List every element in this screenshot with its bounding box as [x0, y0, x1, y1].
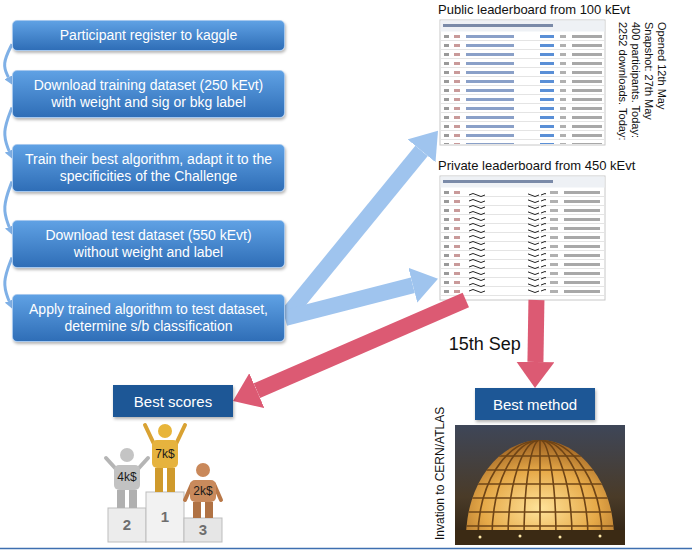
flow-arrow — [5, 181, 12, 226]
big-arrow — [285, 151, 422, 318]
globe-timber-ribs — [455, 438, 625, 550]
silver-figure — [138, 458, 148, 469]
footer-rule — [0, 548, 692, 550]
gold-figure — [176, 425, 185, 444]
podium-rank: 2 — [112, 516, 142, 534]
podium-illustration — [108, 508, 146, 542]
prize-amount: 4k$ — [112, 469, 142, 485]
flow-arrow — [5, 107, 12, 151]
silver-figure — [106, 458, 116, 469]
result-box: Best method — [475, 388, 595, 420]
big-arrow — [285, 285, 413, 318]
prize-amount: 7k$ — [150, 446, 180, 462]
node-text: Train their best algorithm, adapt it to … — [23, 151, 274, 185]
leaderboard-screenshot — [440, 20, 605, 145]
process-box: Download training dataset (250 kEvt) wit… — [12, 70, 285, 118]
photo-caption-text: Invation to CERN/ATLAS — [432, 390, 448, 540]
bronze-figure — [205, 502, 213, 518]
bronze-figure — [185, 463, 221, 518]
date-label: 15th Sep — [446, 333, 524, 355]
gold-figure — [145, 424, 185, 492]
leaderboard-screenshot — [441, 188, 605, 299]
podium-rank: 1 — [150, 508, 180, 526]
cern-globe-photo — [455, 530, 625, 545]
process-box: Participant register to kaggle — [12, 20, 285, 51]
result-box: Best scores — [113, 385, 233, 417]
cern-globe-photo — [455, 425, 625, 550]
flow-arrow — [5, 44, 12, 77]
gold-figure — [167, 468, 175, 492]
leaderboard-screenshot — [443, 24, 553, 27]
big-arrow — [257, 300, 466, 391]
node-text: Participant register to kaggle — [23, 27, 274, 44]
process-box: Apply trained algorithm to test dataset,… — [12, 294, 285, 342]
leaderboard-screenshot — [440, 20, 605, 145]
bronze-figure — [193, 502, 201, 518]
gold-figure — [158, 424, 172, 438]
leaderboard-screenshot — [440, 176, 605, 300]
stats-line: Snapshot: 27th May — [642, 22, 655, 172]
node-text: Best scores — [134, 393, 212, 410]
silver-figure — [106, 448, 148, 508]
silver-figure — [129, 490, 137, 508]
node-text: Public leaderboard from 100 kEvt — [438, 2, 652, 18]
silver-figure — [120, 448, 134, 462]
cern-globe-photo — [455, 425, 625, 545]
leaderboard-screenshot — [443, 180, 553, 183]
gold-figure — [155, 468, 163, 492]
podium-illustration — [146, 492, 184, 542]
leaderboard-screenshot — [441, 177, 605, 188]
stats-line: 400 participants. Today: — [629, 22, 642, 172]
big-arrow — [535, 300, 536, 362]
gold-figure — [145, 425, 154, 444]
podium-illustration — [184, 518, 222, 542]
node-text: Apply trained algorithm to test dataset,… — [23, 301, 274, 335]
process-box: Train their best algorithm, adapt it to … — [12, 144, 285, 192]
bronze-figure — [196, 463, 210, 477]
podium-rank: 3 — [188, 521, 218, 539]
prize-amount: 2k$ — [188, 483, 218, 499]
cern-globe-photo — [519, 535, 522, 538]
cern-globe-photo — [479, 536, 482, 539]
photo-caption: Invation to CERN/ATLAS — [432, 390, 448, 540]
leaderboard-screenshot — [441, 32, 605, 144]
leaderboard-panel: Private leaderboard from 450 kEvt — [438, 158, 652, 300]
stats-note: Opened 12th MaySnapshot: 27th May400 par… — [616, 22, 668, 172]
leaderboard-screenshot — [468, 192, 486, 294]
cern-globe-photo — [559, 536, 562, 539]
leaderboard-screenshot — [528, 192, 546, 294]
node-text: Private leaderboard from 450 kEvt — [438, 158, 652, 174]
leaderboard-screenshot — [440, 176, 605, 300]
silver-figure — [117, 490, 125, 508]
stats-line: Opened 12th May — [655, 22, 668, 172]
node-text: Best method — [493, 396, 577, 413]
stats-line: 2252 downloads. Today: — [616, 22, 629, 172]
process-box: Download test dataset (550 kEvt) without… — [12, 220, 285, 268]
podium-illustration — [106, 424, 222, 542]
node-text: Download test dataset (550 kEvt) without… — [23, 227, 274, 261]
node-text: Download training dataset (250 kEvt) wit… — [23, 77, 274, 111]
cern-globe-photo — [599, 535, 602, 538]
globe-timber-ribs — [539, 438, 541, 540]
flow-arrow — [5, 257, 12, 301]
leaderboard-screenshot — [441, 21, 605, 32]
